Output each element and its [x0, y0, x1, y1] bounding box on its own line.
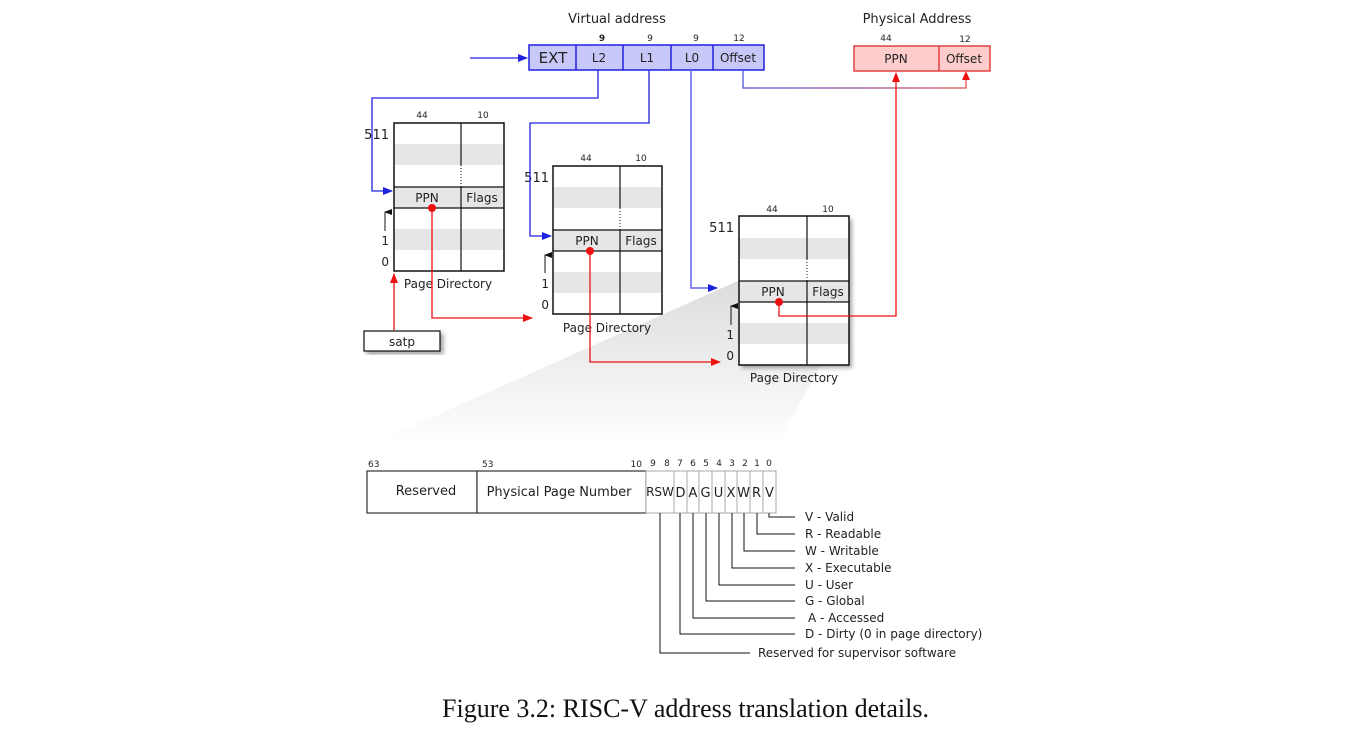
svg-text:Flags: Flags: [466, 191, 497, 205]
pa-field-ppn: PPN: [884, 52, 907, 66]
satp-register: satp: [363, 330, 441, 352]
page-directory-l2: 44 10 PPN Flags 511 1 0 Page Directory: [364, 111, 505, 291]
legend-leader-line: [756, 513, 795, 535]
pte-bit-number: 2: [742, 459, 748, 469]
va-field-ext: EXT: [539, 49, 568, 67]
legend-item: W - Writable: [805, 544, 879, 558]
pte-flag-g: G: [700, 486, 710, 501]
page-directory-caption: Page Directory: [750, 371, 838, 385]
svg-text:0: 0: [726, 349, 734, 363]
va-bits-l0: 9: [693, 34, 699, 44]
svg-text:44: 44: [416, 111, 428, 121]
va-field-offset: Offset: [720, 51, 756, 65]
offset-arrow: [742, 70, 967, 89]
svg-text:53: 53: [482, 460, 493, 470]
pte-flag-d: D: [675, 486, 685, 501]
page-directory-l0: 44 10 PPN Flags 511 1 0 Page Directory: [709, 205, 850, 385]
svg-text:44: 44: [580, 154, 592, 164]
page-directory-caption: Page Directory: [563, 321, 651, 335]
pte-rsw: RSW: [646, 485, 674, 499]
legend-leader-line: [718, 513, 795, 586]
svg-text:1: 1: [726, 328, 734, 342]
svg-text:10: 10: [635, 154, 647, 164]
svg-text:satp: satp: [389, 335, 415, 349]
pa-bits-offset: 12: [959, 35, 970, 45]
legend-leader-line: [679, 513, 795, 635]
pte-flag-r: R: [752, 486, 761, 501]
legend-item: A - Accessed: [808, 611, 884, 625]
pte-bit-number: 9: [650, 459, 656, 469]
va-bits-l2: 9: [599, 34, 605, 44]
legend-item: X - Executable: [805, 561, 891, 575]
pa-bits-ppn: 44: [880, 34, 892, 44]
legend-leader-line: [768, 513, 795, 518]
pte-bit-number: 7: [677, 459, 683, 469]
svg-text:PPN: PPN: [415, 191, 438, 205]
pa-field-offset: Offset: [946, 52, 982, 66]
svg-text:1: 1: [381, 234, 389, 248]
svg-text:511: 511: [524, 171, 549, 186]
va-field-l1: L1: [640, 51, 654, 65]
pte-flag-x: X: [727, 486, 736, 501]
svg-text:PPN: PPN: [575, 234, 598, 248]
svg-text:PPN: PPN: [761, 285, 784, 299]
pte-bit-number: 6: [690, 459, 696, 469]
va-bits-l1: 9: [647, 34, 653, 44]
legend-item: V - Valid: [805, 510, 854, 524]
va-title: Virtual address: [568, 12, 666, 27]
ppn-l0-arrow: [778, 72, 900, 317]
svg-text:511: 511: [709, 221, 734, 236]
legend-leader-line: [743, 513, 795, 552]
legend-item: D - Dirty (0 in page directory): [805, 627, 982, 641]
pte-flag-w: W: [737, 486, 750, 501]
legend-item: Reserved for supervisor software: [758, 646, 956, 660]
legend-leader-line: [659, 513, 750, 654]
pte-bit-number: 5: [703, 459, 709, 469]
svg-text:1: 1: [541, 277, 549, 291]
va-field-l2: L2: [592, 51, 606, 65]
physical-address: Physical Address PPN Offset 44 12: [853, 12, 991, 72]
svg-text:Flags: Flags: [625, 234, 656, 248]
ppn-l2-arrow: [431, 208, 533, 322]
svg-text:0: 0: [541, 298, 549, 312]
l0-index-arrow: [690, 70, 718, 292]
pa-title: Physical Address: [863, 12, 972, 27]
legend-leader-line: [692, 513, 795, 619]
svg-text:44: 44: [766, 205, 778, 215]
svg-text:Flags: Flags: [812, 285, 843, 299]
ppn-l1-arrow: [589, 251, 721, 366]
va-bits-offset: 12: [733, 34, 744, 44]
pte-bit-number: 1: [754, 459, 760, 469]
pte-bit-number: 3: [729, 459, 735, 469]
pte-bit-number: 0: [766, 459, 772, 469]
svg-text:511: 511: [364, 128, 389, 143]
pte-flag-a: A: [689, 486, 698, 501]
svg-text:0: 0: [381, 255, 389, 269]
page-directory-caption: Page Directory: [404, 277, 492, 291]
legend-item: R - Readable: [805, 527, 881, 541]
svg-text:10: 10: [477, 111, 489, 121]
pte-bit-number: 4: [716, 459, 722, 469]
page-directory-l1: 44 10 PPN Flags 511 1 0 Page Directory: [524, 154, 663, 335]
virtual-address: Virtual address EXT L2 L1 L0 Offset 9 9 …: [470, 12, 765, 71]
svg-text:63: 63: [368, 460, 379, 470]
pte-flag-v: V: [765, 486, 774, 501]
figure-caption: Figure 3.2: RISC-V address translation d…: [442, 694, 929, 723]
l1-index-arrow: [529, 70, 650, 240]
svg-text:10: 10: [631, 460, 643, 470]
legend-item: G - Global: [805, 594, 865, 608]
pte-bit-number: 8: [664, 459, 670, 469]
legend-leader-line: [731, 513, 795, 569]
va-field-l0: L0: [685, 51, 699, 65]
l2-index-arrow: [371, 70, 599, 195]
pte-reserved: Reserved: [396, 484, 457, 499]
legend-leader-line: [705, 513, 795, 602]
pte-flag-u: U: [714, 486, 724, 501]
svg-text:10: 10: [822, 205, 834, 215]
legend-item: U - User: [805, 578, 853, 592]
pte-ppn: Physical Page Number: [487, 485, 632, 500]
